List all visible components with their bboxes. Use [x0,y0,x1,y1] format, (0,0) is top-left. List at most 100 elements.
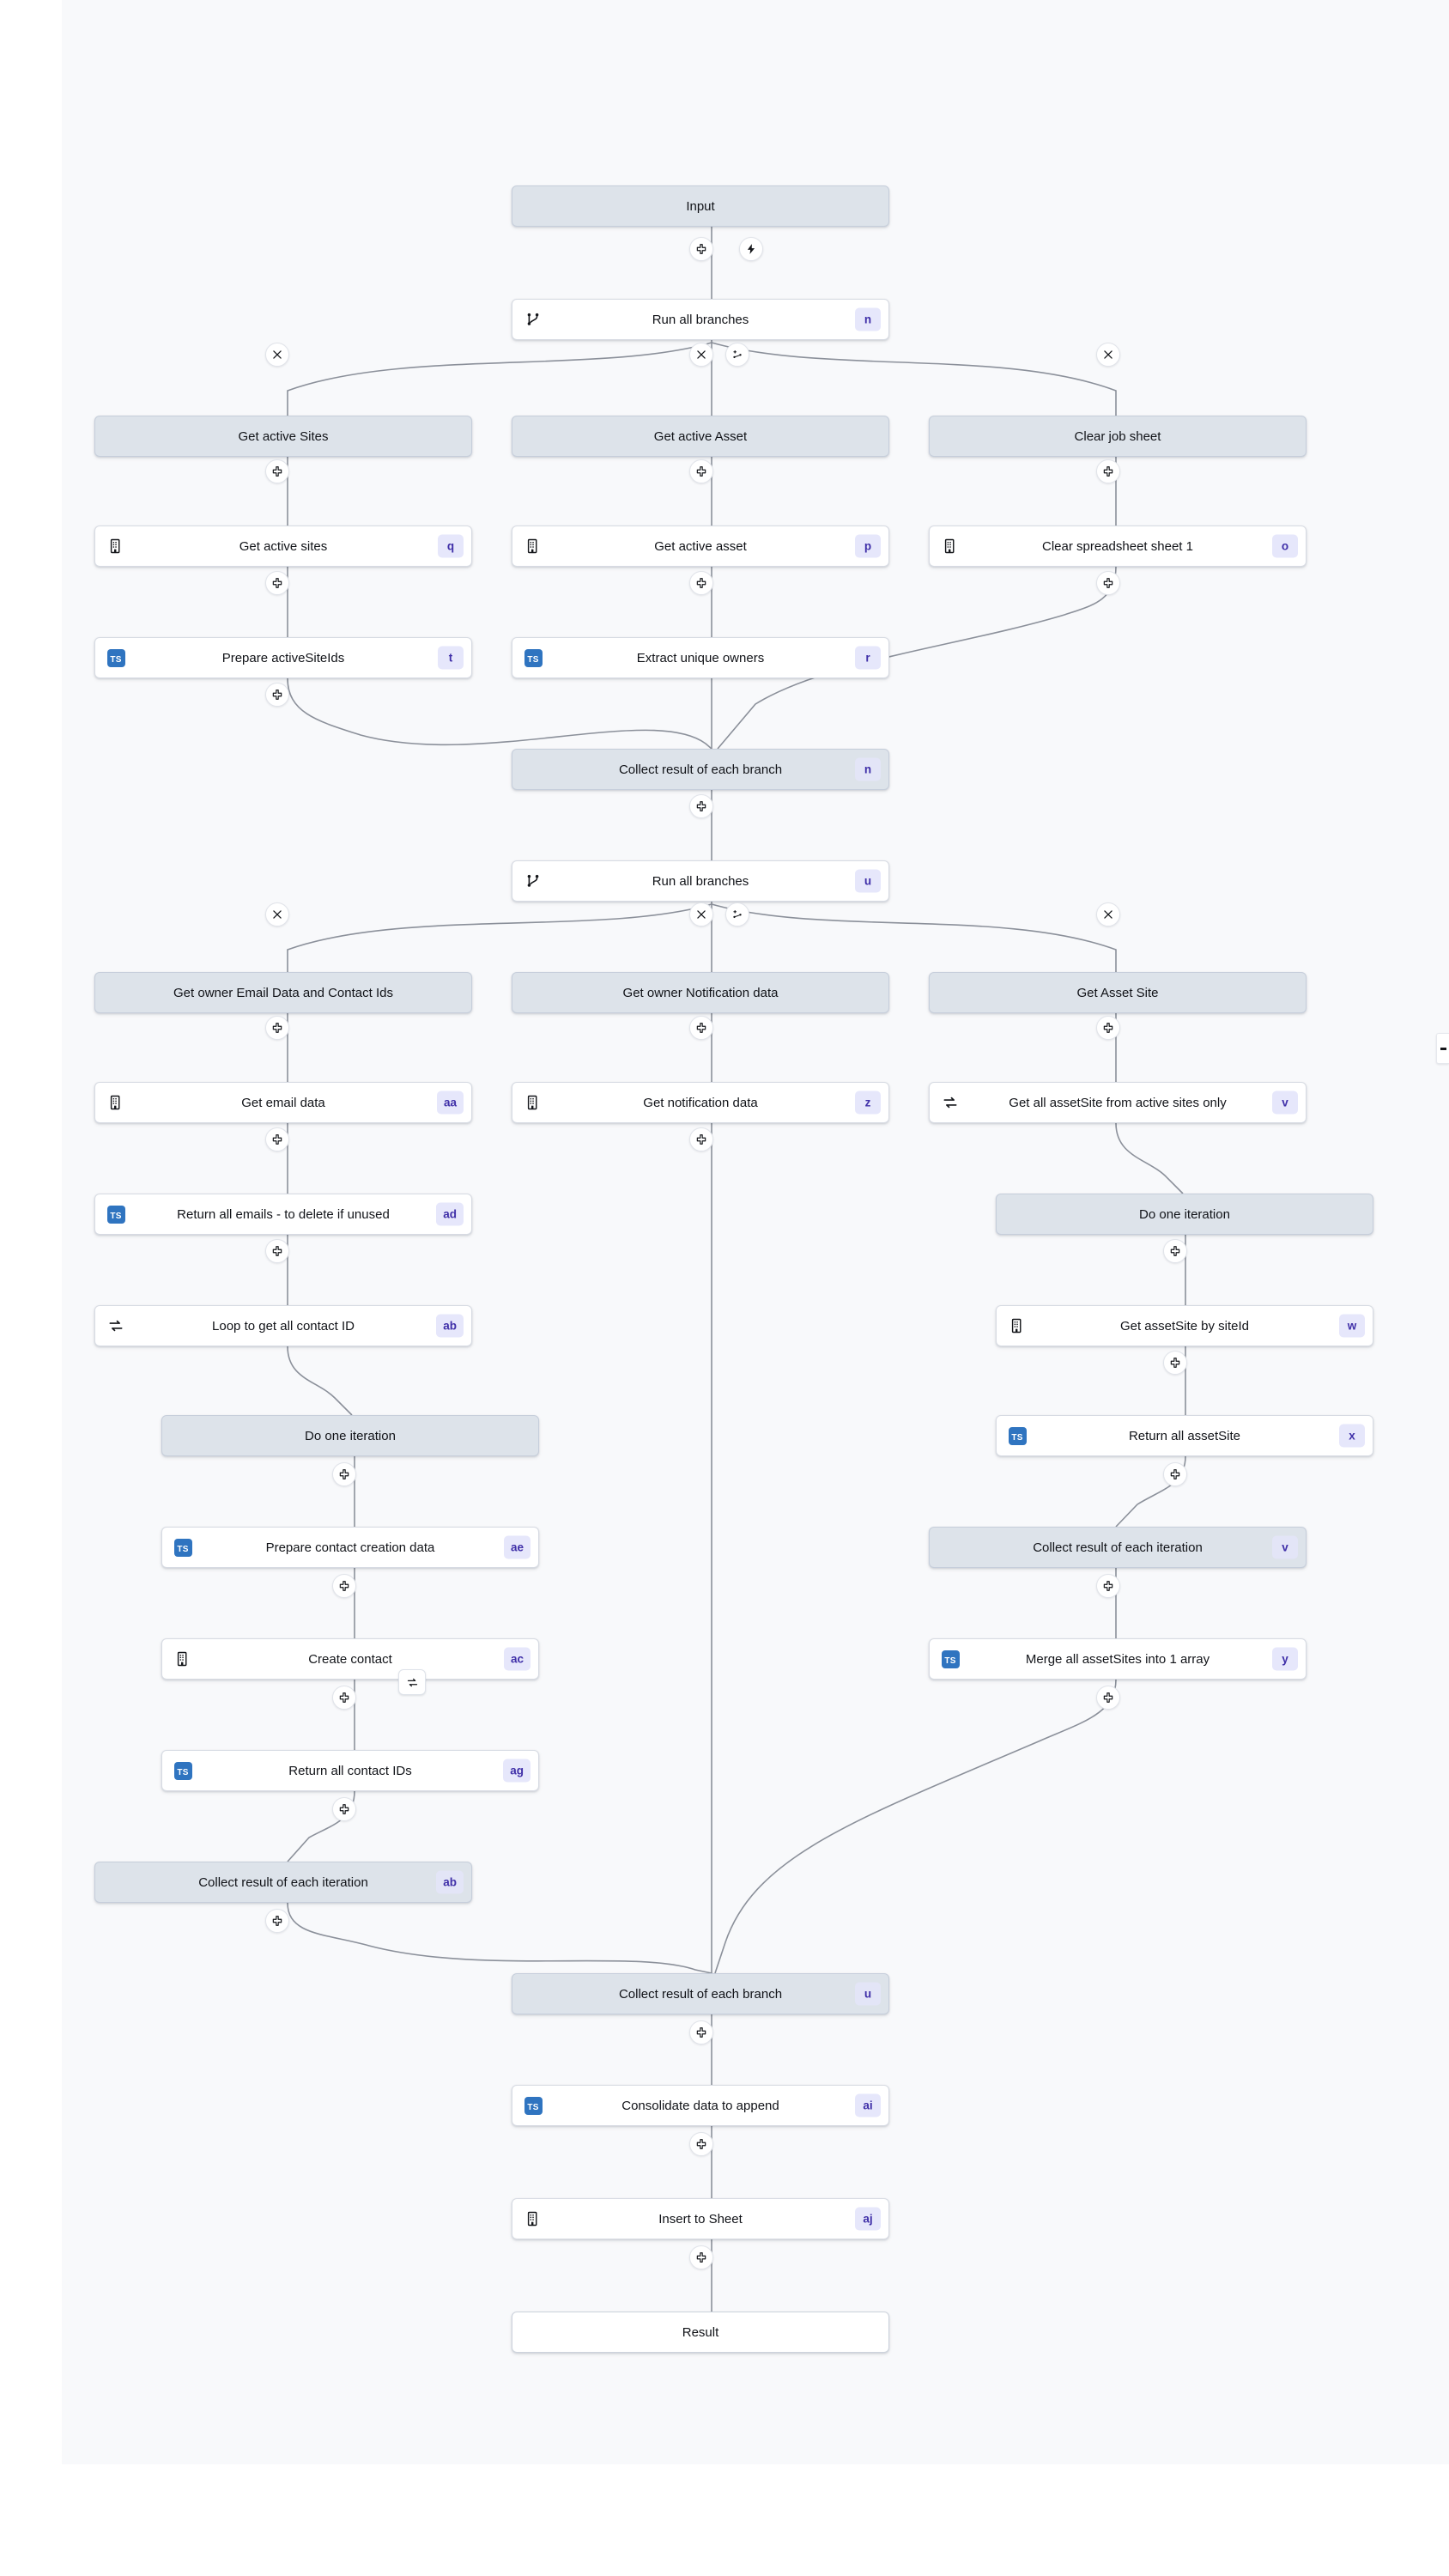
handle-h-sites2-plus[interactable] [265,571,289,595]
node-badge-return-all-emails[interactable]: ad [436,1202,464,1226]
handle-h-collectL-plus[interactable] [265,1909,289,1933]
node-badge-get-active-sites[interactable]: q [438,534,464,558]
handle-h-sites-plus[interactable] [265,459,289,483]
node-badge-collect-branch-1[interactable]: n [855,757,881,781]
node-badge-get-active-asset[interactable]: p [855,534,881,558]
node-badge-insert-to-sheet[interactable]: aj [855,2207,881,2231]
handle-h-collect1-plus[interactable] [689,794,713,818]
node-asset-site-group[interactable]: Get Asset Site [929,972,1307,1013]
right-edge-collapse-button[interactable] [1436,1033,1449,1064]
node-badge-get-all-assetsite[interactable]: v [1272,1091,1298,1115]
handle-h-consolidate-plus[interactable] [689,2132,713,2156]
handle-h-insert-plus[interactable] [689,2245,713,2269]
node-badge-loop-contact-id[interactable]: ab [436,1314,464,1338]
handle-h-loop-plus[interactable] [265,1239,289,1263]
building-icon [944,538,955,554]
node-owner-notification-group[interactable]: Get owner Notification data [512,972,889,1013]
handle-h-prepcontact-plus[interactable] [332,1574,356,1598]
handle-h-fork1-left-x[interactable] [265,343,289,367]
node-badge-create-contact[interactable]: ac [503,1647,530,1671]
node-badge-get-assetsite-by-siteid[interactable]: w [1339,1314,1365,1338]
handle-h-input-run1[interactable] [689,237,713,261]
node-label-return-all-assetsite: Return all assetSite [1128,1429,1241,1443]
node-badge-run-branches-1[interactable]: n [855,307,881,331]
node-input[interactable]: Input [512,185,889,227]
handle-h-prep-plus[interactable] [265,683,289,707]
handle-h-createcontact-plus[interactable] [332,1686,356,1710]
handle-h-collect2-plus[interactable] [689,2020,713,2044]
handle-h-assetsite-plus[interactable] [1096,1016,1120,1040]
handle-h-clear-plus[interactable] [1096,459,1120,483]
node-badge-prepare-contact-data[interactable]: ae [503,1535,530,1559]
node-badge-return-all-assetsite[interactable]: x [1339,1424,1365,1448]
handle-h-notif-plus[interactable] [689,1016,713,1040]
handle-h-fork2-left-x[interactable] [265,902,289,927]
node-badge-clear-spreadsheet[interactable]: o [1272,534,1298,558]
node-do-one-iteration-left[interactable]: Do one iteration [161,1415,539,1456]
handle-h-merge-plus[interactable] [1096,1686,1120,1710]
handle-h-notif2-plus[interactable] [689,1127,713,1151]
node-result[interactable]: Result [512,2312,889,2353]
node-get-active-asset-group[interactable]: Get active Asset [512,416,889,457]
handle-h-fork1-right-x[interactable] [1096,343,1120,367]
handle-h-fork2-right-x[interactable] [1096,902,1120,927]
node-badge-merge-assetsites[interactable]: y [1272,1647,1298,1671]
handle-h-iterR-plus[interactable] [1163,1239,1187,1263]
handle-h-fork1-x[interactable] [689,343,713,367]
node-badge-prepare-activesiteids[interactable]: t [438,646,464,670]
node-badge-collect-iteration-left[interactable]: ab [436,1870,464,1894]
node-do-one-iteration-right[interactable]: Do one iteration [996,1194,1373,1235]
handle-h-asset2-plus[interactable] [689,571,713,595]
node-badge-return-all-contact-ids[interactable]: ag [503,1759,530,1783]
handle-h-fork2-add[interactable] [725,902,749,927]
handle-h-assetid-plus[interactable] [1163,1351,1187,1375]
node-badge-extract-unique-owners[interactable]: r [855,646,881,670]
plus-icon [1103,1023,1113,1033]
node-get-all-assetsite[interactable]: Get all assetSite from active sites only… [929,1082,1307,1123]
node-badge-run-branches-2[interactable]: u [855,869,881,893]
node-badge-get-email-data[interactable]: aa [436,1091,464,1115]
handle-h-emails-plus[interactable] [265,1127,289,1151]
retry-chip-create-contact[interactable] [398,1669,426,1695]
handle-h-fork1-add[interactable] [725,343,749,367]
handle-h-iterL-plus[interactable] [332,1462,356,1486]
node-get-active-sites-group[interactable]: Get active Sites [94,416,472,457]
node-badge-collect-iteration-right[interactable]: v [1272,1535,1298,1559]
handle-h-clear2-plus[interactable] [1096,571,1120,595]
node-badge-collect-branch-2[interactable]: u [855,1982,881,2006]
handle-h-retcontact-plus[interactable] [332,1797,356,1821]
handle-h-collectR-plus[interactable] [1096,1574,1120,1598]
node-owner-email-group[interactable]: Get owner Email Data and Contact Ids [94,972,472,1013]
node-badge-consolidate-data[interactable]: ai [855,2093,881,2117]
handle-h-retassets-plus[interactable] [1163,1462,1187,1486]
handle-h-asset-plus[interactable] [689,459,713,483]
node-clear-job-sheet-group[interactable]: Clear job sheet [929,416,1307,457]
handle-h-fork2-x[interactable] [689,902,713,927]
node-badge-get-notification-data[interactable]: z [855,1091,881,1115]
handle-h-trigger[interactable] [739,237,763,261]
handle-h-email-plus[interactable] [265,1016,289,1040]
